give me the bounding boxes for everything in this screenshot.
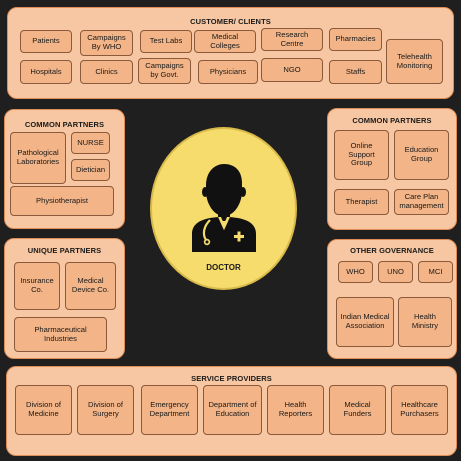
governance-who: WHO	[338, 261, 373, 283]
partner-pathological-laboratories: Pathological Laboratories	[10, 132, 66, 184]
customer-campaigns-govt: Campaigns by Govt.	[138, 58, 191, 84]
partner-nurse: NURSE	[71, 132, 110, 154]
partner-therapist: Therapist	[334, 189, 389, 215]
provider-department-of-education: Department of Education	[203, 385, 262, 435]
governance-health-ministry: Health Ministry	[398, 297, 452, 347]
other-governance-title: OTHER GOVERNANCE	[350, 246, 434, 255]
customer-clinics: Clinics	[80, 60, 133, 84]
governance-mci: MCI	[418, 261, 453, 283]
provider-division-of-medicine: Division of Medicine	[15, 385, 72, 435]
unique-partners-panel: UNIQUE PARTNERS Insurance Co. Medical De…	[4, 238, 125, 359]
partner-physiotherapist: Physiotherapist	[10, 186, 114, 216]
customer-pharmacies: Pharmacies	[329, 28, 382, 51]
customer-telehealth: Telehealth Monitoring	[386, 39, 443, 84]
governance-uno: UNO	[378, 261, 413, 283]
customer-staffs: Staffs	[329, 60, 382, 84]
doctor-icon	[192, 164, 256, 252]
provider-division-of-surgery: Division of Surgery	[77, 385, 134, 435]
customer-physicians: Physicians	[198, 60, 258, 84]
partner-care-plan-management: Care Plan management	[394, 189, 449, 215]
provider-medical-funders: Medical Funders	[329, 385, 386, 435]
partner-education-group: Education Group	[394, 130, 449, 180]
partner-dietician: Dietician	[71, 159, 110, 181]
service-providers-title: SERVICE PROVIDERS	[191, 374, 272, 383]
provider-healthcare-purchasers: Healthcare Purchasers	[391, 385, 448, 435]
customer-campaigns-who: Campaigns By WHO	[80, 30, 133, 56]
common-partners-right-panel: COMMON PARTNERS Online Support Group Edu…	[327, 108, 457, 230]
doctor-label: DOCTOR	[206, 263, 241, 272]
partner-medical-device-co: Medical Device Co.	[65, 262, 116, 310]
common-partners-right-title: COMMON PARTNERS	[352, 116, 432, 125]
customer-research-centre: Research Centre	[261, 28, 323, 51]
customer-test-labs: Test Labs	[140, 30, 192, 53]
provider-emergency-department: Emergency Department	[141, 385, 198, 435]
customer-hospitals: Hospitals	[20, 60, 72, 84]
customer-medical-colleges: Medical Colleges	[194, 30, 256, 53]
common-partners-left-panel: COMMON PARTNERS Pathological Laboratorie…	[4, 109, 125, 229]
provider-health-reporters: Health Reporters	[267, 385, 324, 435]
unique-partners-title: UNIQUE PARTNERS	[27, 246, 102, 255]
customers-panel: CUSTOMER/ CLIENTS Patients Campaigns By …	[7, 7, 454, 99]
customer-patients: Patients	[20, 30, 72, 53]
partner-insurance-co: Insurance Co.	[14, 262, 60, 310]
governance-indian-medical-association: Indian Medical Association	[336, 297, 394, 347]
partner-pharmaceutical-industries: Pharmaceutical Industries	[14, 317, 107, 352]
service-providers-panel: SERVICE PROVIDERS Division of Medicine D…	[6, 366, 457, 456]
other-governance-panel: OTHER GOVERNANCE WHO UNO MCI Indian Medi…	[327, 239, 457, 359]
customer-ngo: NGO	[261, 58, 323, 82]
partner-online-support-group: Online Support Group	[334, 130, 389, 180]
customers-title: CUSTOMER/ CLIENTS	[190, 17, 271, 26]
common-partners-left-title: COMMON PARTNERS	[24, 120, 105, 129]
